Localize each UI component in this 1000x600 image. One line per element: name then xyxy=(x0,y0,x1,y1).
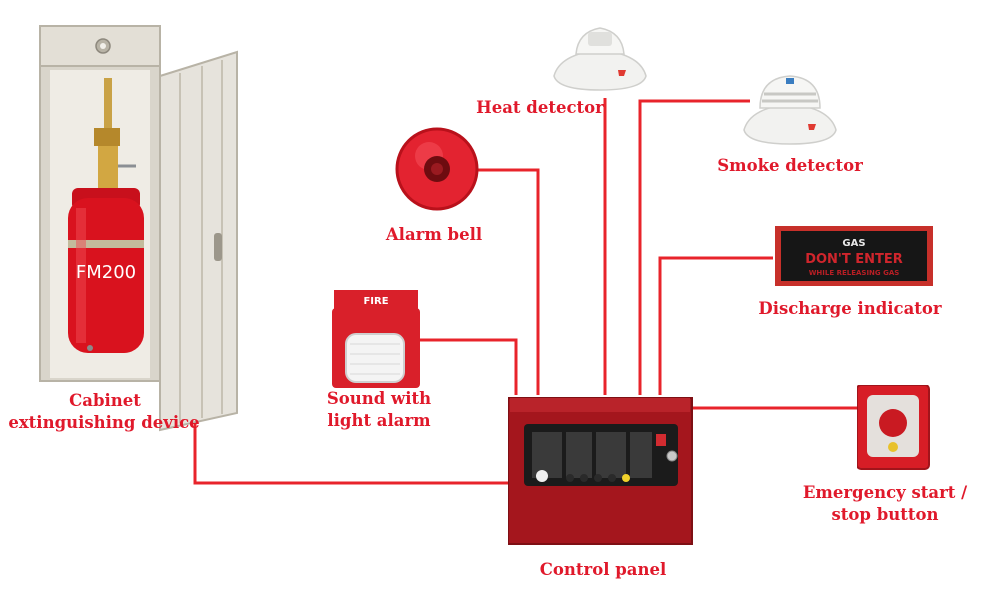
cabinet-label-line2: extinguishing device xyxy=(8,413,200,432)
sound-light-label-line1: Sound with xyxy=(326,389,432,408)
wire-smoke-detector xyxy=(638,99,750,395)
strobe-fire-text: FIRE xyxy=(363,296,388,307)
sign-main-text: DON'T ENTER xyxy=(805,252,903,267)
alarm-bell-label: Alarm bell xyxy=(385,225,483,244)
emergency-label-line2: stop button xyxy=(831,505,939,524)
smoke-detector xyxy=(743,75,837,145)
discharge-indicator-label: Discharge indicator xyxy=(758,299,942,318)
alarm-bell xyxy=(395,127,479,211)
smoke-detector-label: Smoke detector xyxy=(717,156,863,175)
emergency-button xyxy=(857,385,930,470)
heat-detector xyxy=(553,27,647,91)
control-panel xyxy=(508,397,693,545)
sound-light-alarm: FIRE xyxy=(332,290,420,388)
cabinet-extinguishing-device: FM200 xyxy=(39,25,238,432)
emergency-label-line1: Emergency start / xyxy=(802,483,968,502)
wire-sound-light xyxy=(420,338,518,395)
sign-sub-text: WHILE RELEASING GAS xyxy=(809,269,900,277)
sound-light-label-line2: light alarm xyxy=(327,411,431,430)
heat-detector-label: Heat detector xyxy=(476,98,604,117)
cabinet-label-line1: Cabinet xyxy=(69,391,141,410)
control-panel-label: Control panel xyxy=(539,560,667,579)
discharge-indicator: GAS DON'T ENTER WHILE RELEASING GAS xyxy=(775,226,933,286)
wire-discharge-indicator xyxy=(658,256,773,395)
sign-top-text: GAS xyxy=(842,238,865,249)
cylinder-model-text: FM200 xyxy=(76,262,136,283)
wire-alarm-bell xyxy=(470,168,540,395)
